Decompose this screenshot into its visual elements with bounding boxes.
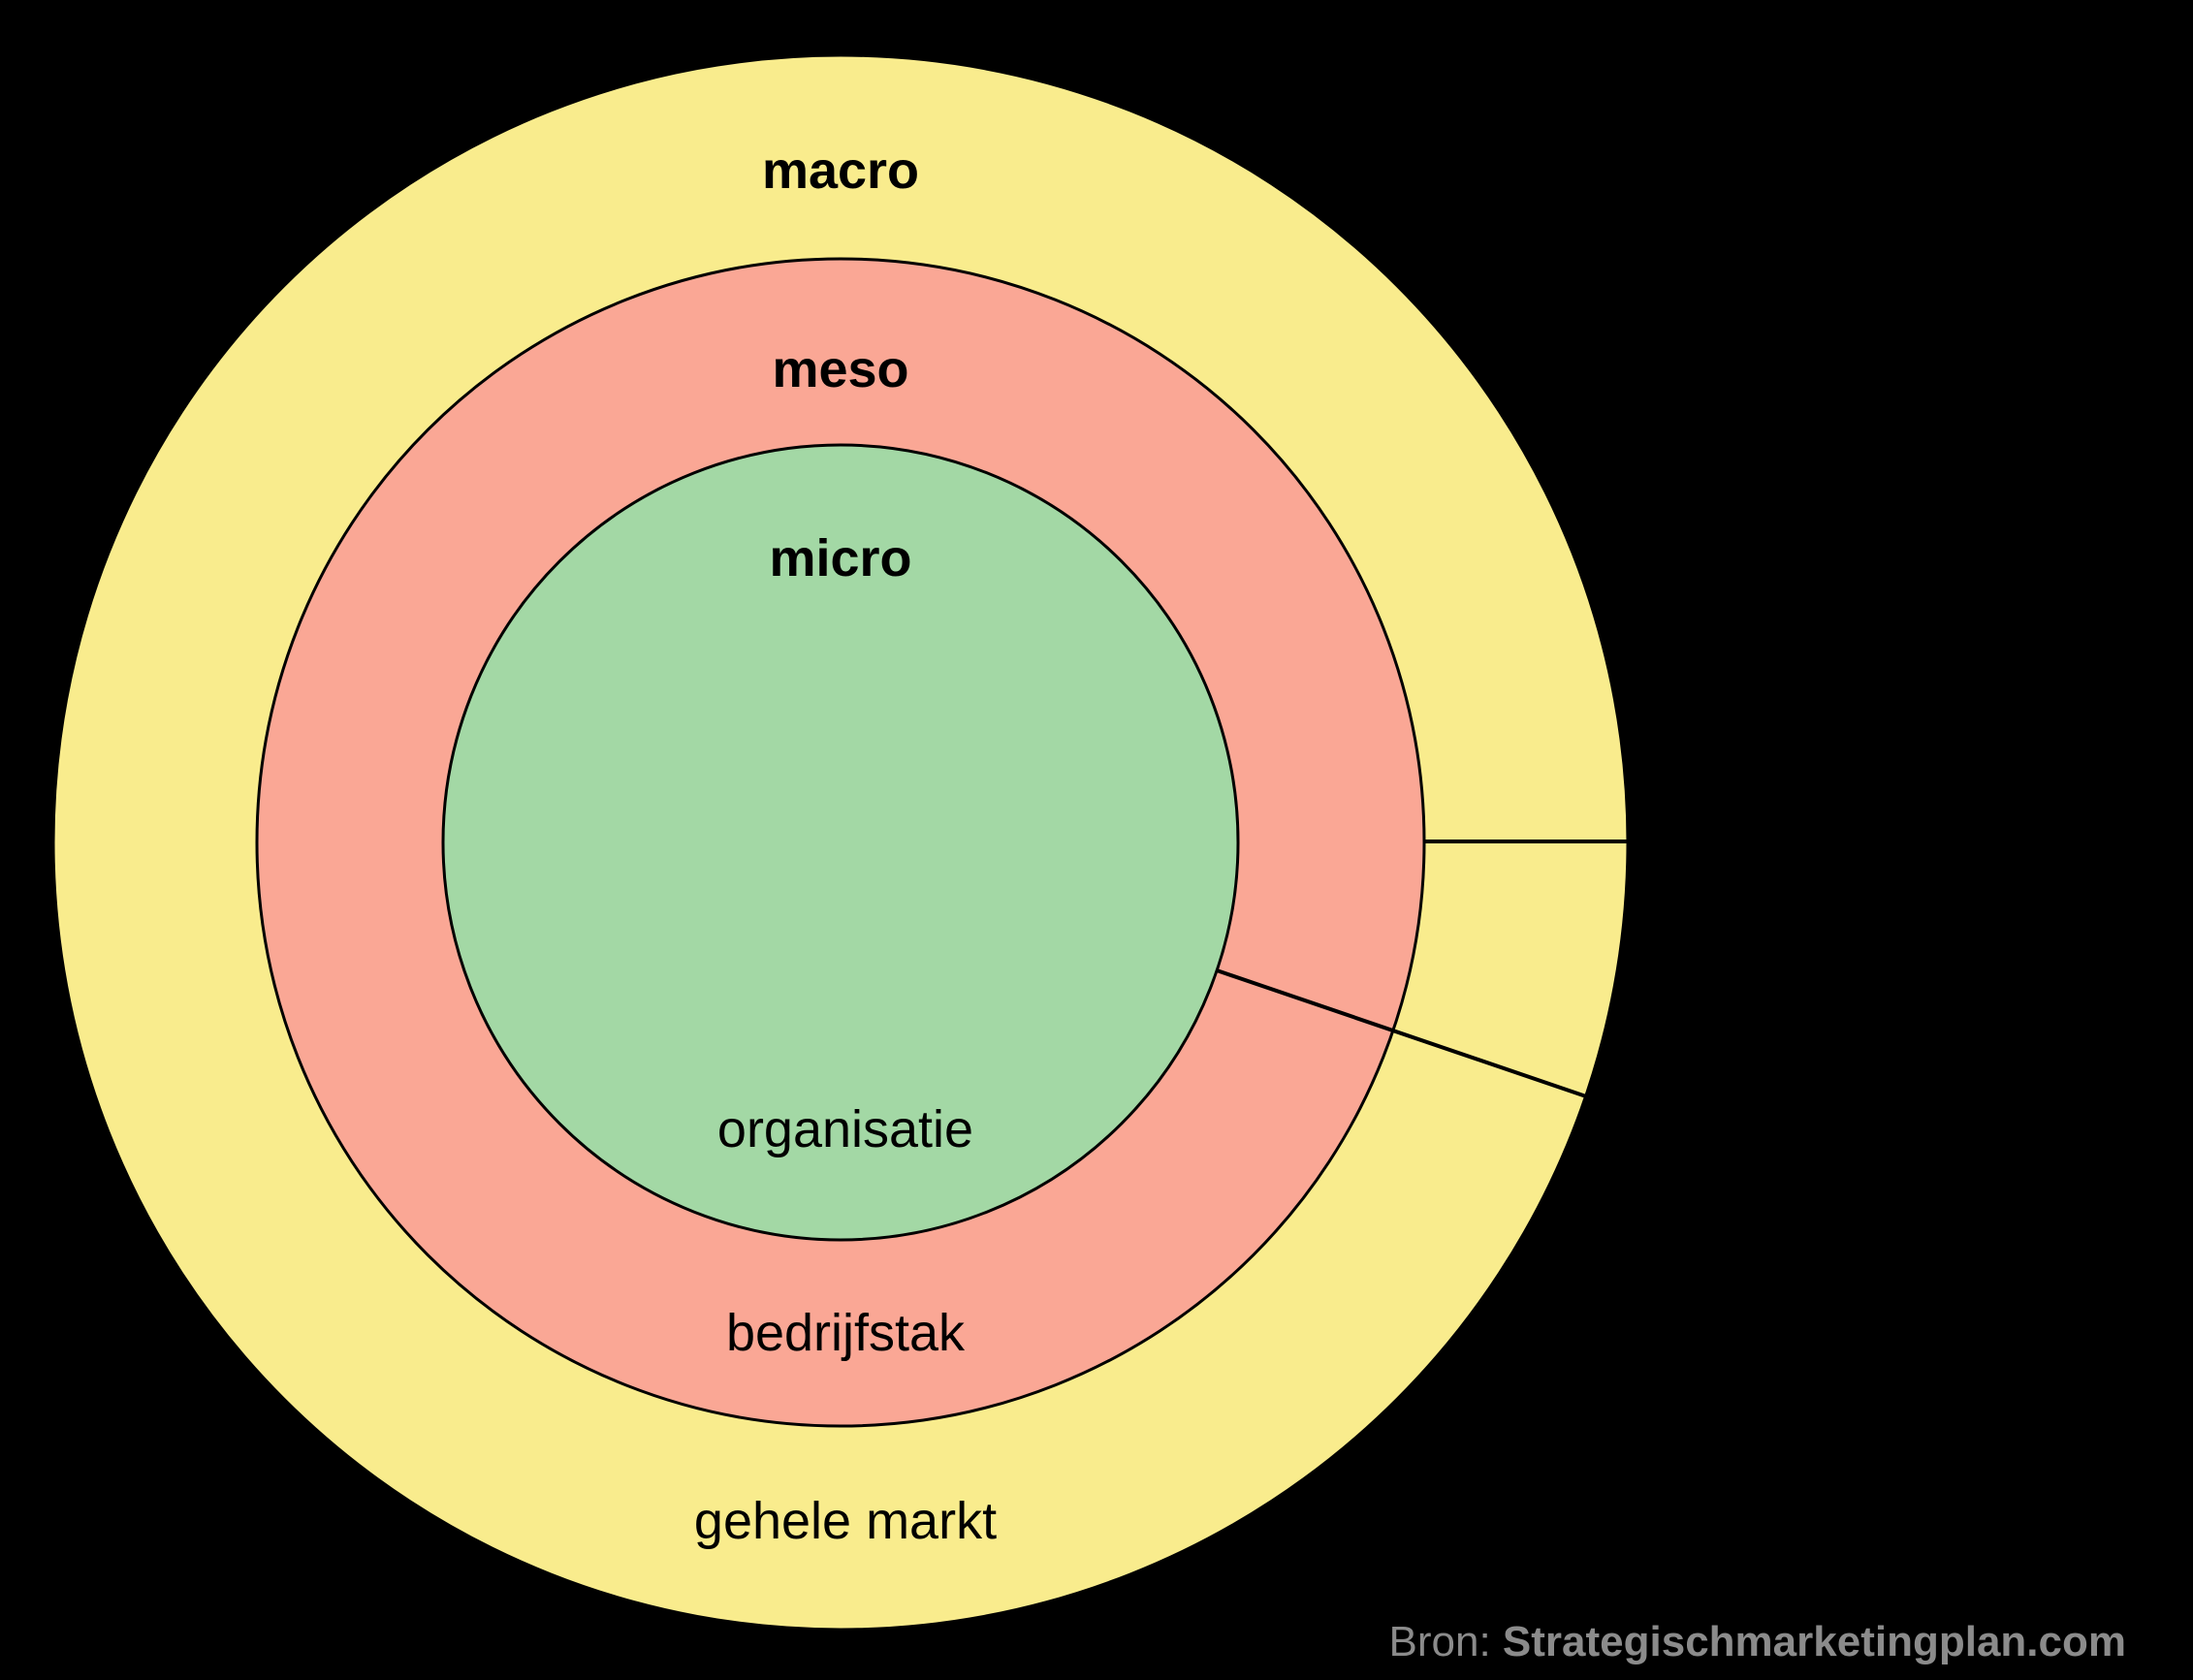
source-credit-site: Strategischmarketingplan.com: [1502, 1618, 2126, 1665]
micro-circle: [441, 443, 1240, 1242]
gehele-markt-label: gehele markt: [694, 1492, 997, 1550]
meso-label: meso: [772, 340, 908, 398]
bedrijfstak-label: bedrijfstak: [726, 1304, 966, 1362]
ring-scope-labels: organisatie bedrijfstak gehele markt: [694, 1100, 997, 1550]
micro-label: micro: [769, 529, 911, 587]
organisatie-label: organisatie: [717, 1100, 973, 1158]
macro-label: macro: [762, 142, 919, 200]
ring-name-labels: macro meso micro: [762, 142, 919, 587]
rings-group: [51, 53, 1630, 1632]
divider-lines-group: [1216, 840, 1629, 1098]
source-credit: Bron: Strategischmarketingplan.com: [1342, 1578, 2126, 1680]
source-credit-prefix: Bron:: [1388, 1618, 1503, 1665]
divider-line-diagonal: [1216, 968, 1587, 1098]
